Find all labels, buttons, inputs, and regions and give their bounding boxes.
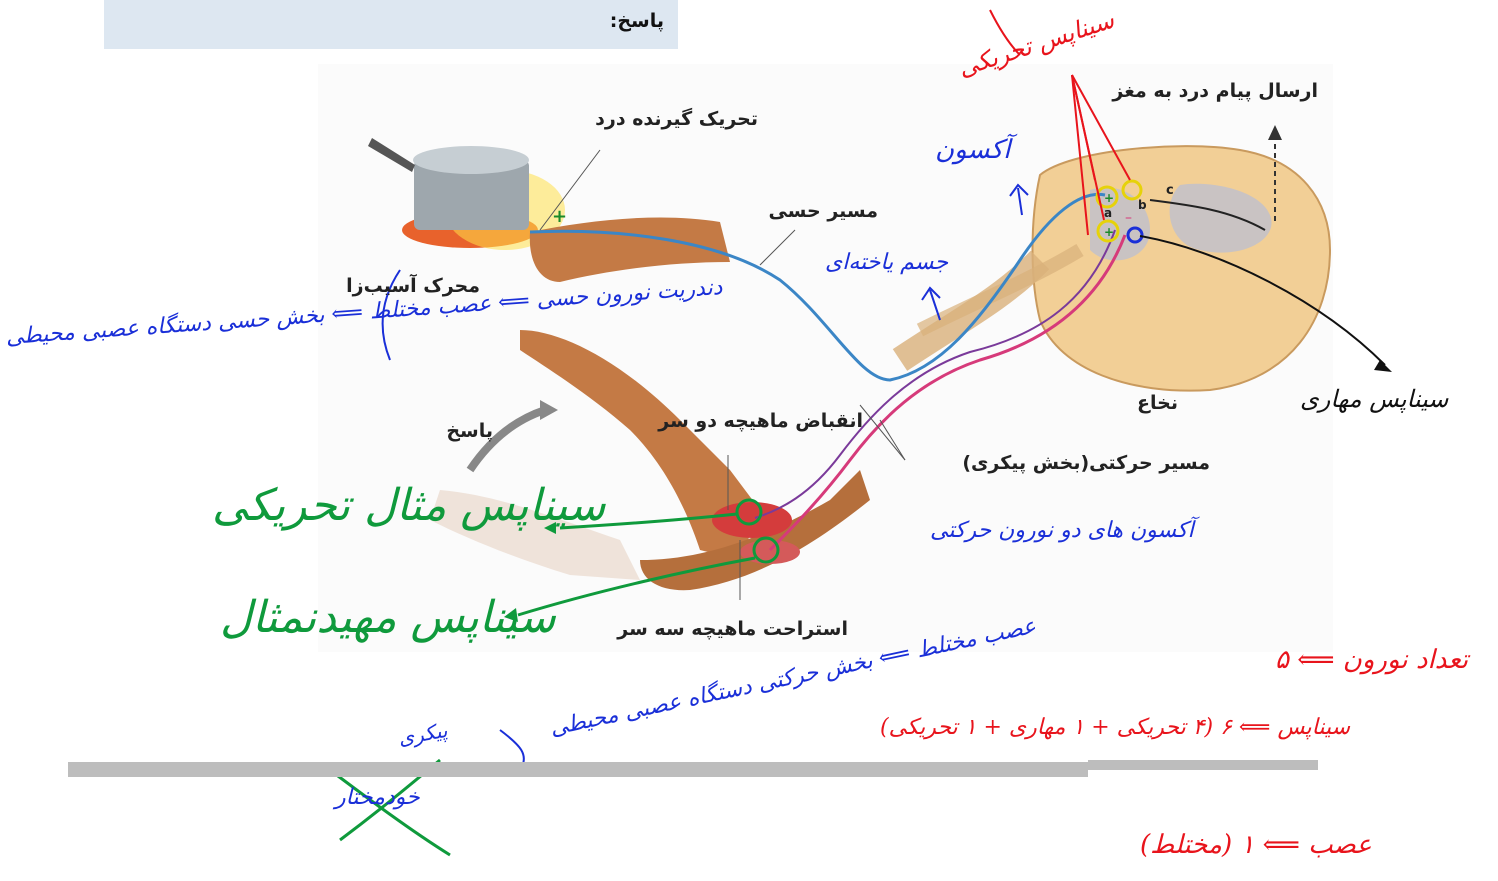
annotation-neuromuscular-inhibitory: سیناپس مهیدنمثال [220,592,556,643]
pot-handle [368,138,415,172]
annotation-synapse-count: سیناپس ⟸ ۶ (۴ تحریکی + ۱ مهاری + ۱ تحریک… [880,715,1350,740]
label-triceps-relaxation: استراحت ماهیچه سه سر [617,618,848,640]
divider-rule [68,762,1088,777]
label-pain-receptor-stimulation: تحریک گیرنده درد [595,108,758,130]
marker-b: b [1138,198,1147,212]
annotation-neuron-count: تعداد نورون ⟸ ۵ [1275,645,1468,675]
annotation-inhibitory-synapse: سیناپس مهاری [1300,385,1448,413]
divider-rule-right [1088,760,1318,770]
label-spinal-cord: نخاع [1137,392,1178,414]
svg-text:+: + [1104,191,1114,205]
label-response: پاسخ [446,420,493,442]
upper-hand [530,217,730,282]
annotation-axon: آکسون [935,135,1010,165]
annotation-cell-body: جسم یاخته‌ای [825,250,948,275]
annotation-nerve-count: عصب ⟸ ۱ (مختلط) [1140,830,1372,860]
annotation-motor-axon: آکسون های دو نورون حرکتی [930,518,1194,543]
plus-sign: + [552,206,567,227]
annotation-neuromuscular-excitatory: سیناپس مثال تحریکی [212,480,606,531]
svg-text:+: + [1104,225,1114,239]
marker-c: c [1166,183,1174,198]
label-biceps-contraction: انقباض ماهیچه دو سر [658,410,863,432]
label-pain-to-brain: ارسال پیام درد به مغز [1112,80,1318,102]
annotation-autonomic: خودمختار [335,785,420,810]
label-sensory-path: مسیر حسی [768,200,878,222]
svg-text:–: – [1125,210,1132,226]
marker-a: a [1104,206,1112,220]
pot-rim [413,146,529,174]
label-motor-path: مسیر حرکتی(بخش پیکری) [962,452,1210,474]
spinal-cord [1033,146,1331,390]
